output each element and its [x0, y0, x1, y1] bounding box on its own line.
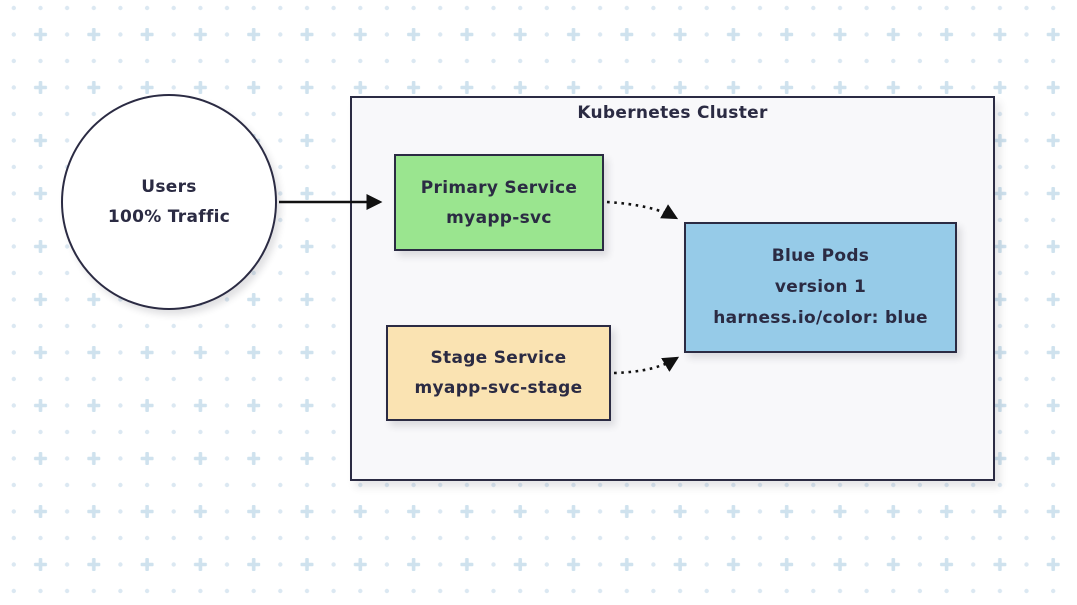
users-label-line1: Users — [141, 177, 197, 197]
users-label-line2: 100% Traffic — [107, 207, 231, 227]
cluster-title: Kubernetes Cluster — [577, 103, 768, 123]
blue-pods-node: Blue Pods version 1 harness.io/color: bl… — [684, 222, 957, 353]
users-node: Users 100% Traffic — [61, 94, 277, 310]
pods-label-line3: harness.io/color: blue — [713, 308, 928, 328]
primary-label-line1: Primary Service — [420, 177, 578, 198]
primary-label-line2: myapp-svc — [446, 207, 552, 228]
stage-service-node: Stage Service myapp-svc-stage — [386, 325, 611, 421]
stage-label-line1: Stage Service — [430, 348, 567, 368]
pods-label-line2: version 1 — [774, 277, 867, 297]
pods-label-line1: Blue Pods — [771, 246, 870, 266]
primary-service-node: Primary Service myapp-svc — [394, 154, 604, 251]
stage-label-line2: myapp-svc-stage — [414, 378, 583, 398]
